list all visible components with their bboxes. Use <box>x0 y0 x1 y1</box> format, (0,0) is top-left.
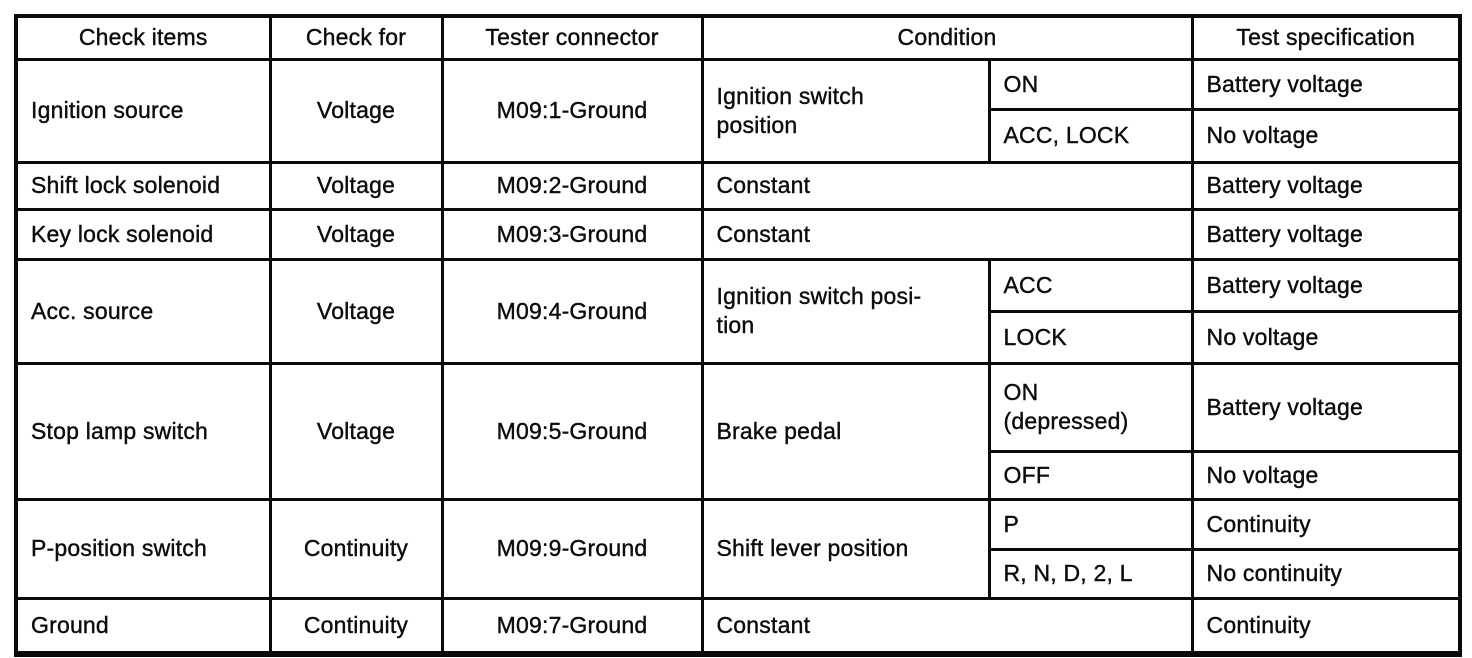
cell-condition-state: ACC, LOCK <box>987 107 1194 164</box>
cell-test-specification: Battery voltage <box>1190 57 1462 111</box>
cell-check-for: Voltage <box>268 257 444 365</box>
cell-condition-state: ACC <box>987 257 1194 313</box>
diagnostic-check-table: Check items Check for Tester connector C… <box>14 14 1463 657</box>
table-row-ignition-source: Ignition source Voltage M09:1-Ground Ign… <box>14 57 1462 164</box>
cell-check-item: Acc. source <box>14 257 272 365</box>
cell-condition-state: R, N, D, 2, L <box>987 547 1194 600</box>
cell-check-item: P-position switch <box>14 497 272 600</box>
cell-test-specification: No voltage <box>1190 449 1462 501</box>
table-subrow: R, N, D, 2, L No continuity <box>16 547 1462 600</box>
cell-tester-connector: M09:5-Ground <box>440 361 704 501</box>
cell-check-for: Voltage <box>268 361 444 501</box>
cell-check-for: Voltage <box>268 207 444 261</box>
table-subrow: LOCK No voltage <box>16 309 1462 365</box>
cell-tester-connector: M09:7-Ground <box>440 596 704 656</box>
cell-check-for: Continuity <box>268 497 444 600</box>
table-row-p-position-switch: P-position switch Continuity M09:9-Groun… <box>14 497 1462 600</box>
table-row-stop-lamp-switch: Stop lamp switch Voltage M09:5-Ground Br… <box>14 361 1462 501</box>
header-condition: Condition <box>700 14 1194 61</box>
cell-tester-connector: M09:2-Ground <box>440 160 704 211</box>
cell-check-item: Ground <box>14 596 272 656</box>
cell-condition: Constant <box>700 160 1194 211</box>
cell-test-specification: Battery voltage <box>1190 160 1462 211</box>
cell-tester-connector: M09:1-Ground <box>440 57 704 164</box>
table-row-ground: Ground Continuity M09:7-Ground Constant … <box>14 596 1462 656</box>
cell-check-item: Key lock solenoid <box>14 207 272 261</box>
cell-condition-state: OFF <box>987 449 1194 501</box>
cell-condition-state: ON (depressed) <box>987 361 1194 453</box>
cell-condition: Constant <box>700 207 1194 261</box>
cell-test-specification: No voltage <box>1190 107 1462 164</box>
cell-condition-state: ON <box>987 57 1194 111</box>
cell-test-specification: Battery voltage <box>1190 207 1462 261</box>
cell-check-for: Voltage <box>268 160 444 211</box>
cell-condition: Ignition switch posi- tion <box>700 257 991 365</box>
cell-condition: Ignition switch position <box>700 57 991 164</box>
table-subrow: ACC, LOCK No voltage <box>16 107 1462 164</box>
table-subrow: OFF No voltage <box>16 449 1462 501</box>
cell-check-for: Continuity <box>268 596 444 656</box>
header-check-for: Check for <box>268 14 444 61</box>
table-header-row: Check items Check for Tester connector C… <box>14 14 1462 61</box>
cell-check-item: Stop lamp switch <box>14 361 272 501</box>
cell-condition: Brake pedal <box>700 361 991 501</box>
cell-test-specification: No continuity <box>1190 547 1462 600</box>
cell-condition-state: P <box>987 497 1194 551</box>
cell-test-specification: Continuity <box>1190 497 1462 551</box>
cell-tester-connector: M09:9-Ground <box>440 497 704 600</box>
cell-check-item: Shift lock solenoid <box>14 160 272 211</box>
cell-check-item: Ignition source <box>14 57 272 164</box>
cell-condition: Constant <box>700 596 1194 656</box>
table-row-shift-lock-solenoid: Shift lock solenoid Voltage M09:2-Ground… <box>14 160 1462 211</box>
cell-test-specification: No voltage <box>1190 309 1462 365</box>
table-row-acc-source: Acc. source Voltage M09:4-Ground Ignitio… <box>14 257 1462 365</box>
header-check-items: Check items <box>14 14 272 61</box>
cell-condition: Shift lever position <box>700 497 991 600</box>
cell-test-specification: Battery voltage <box>1190 257 1462 313</box>
cell-tester-connector: M09:4-Ground <box>440 257 704 365</box>
header-test-specification: Test specification <box>1190 14 1462 61</box>
table-row-key-lock-solenoid: Key lock solenoid Voltage M09:3-Ground C… <box>14 207 1462 261</box>
cell-test-specification: Battery voltage <box>1190 361 1462 453</box>
cell-check-for: Voltage <box>268 57 444 164</box>
cell-condition-state: LOCK <box>987 309 1194 365</box>
cell-tester-connector: M09:3-Ground <box>440 207 704 261</box>
cell-test-specification: Continuity <box>1190 596 1462 656</box>
header-tester-connector: Tester connector <box>440 14 704 61</box>
